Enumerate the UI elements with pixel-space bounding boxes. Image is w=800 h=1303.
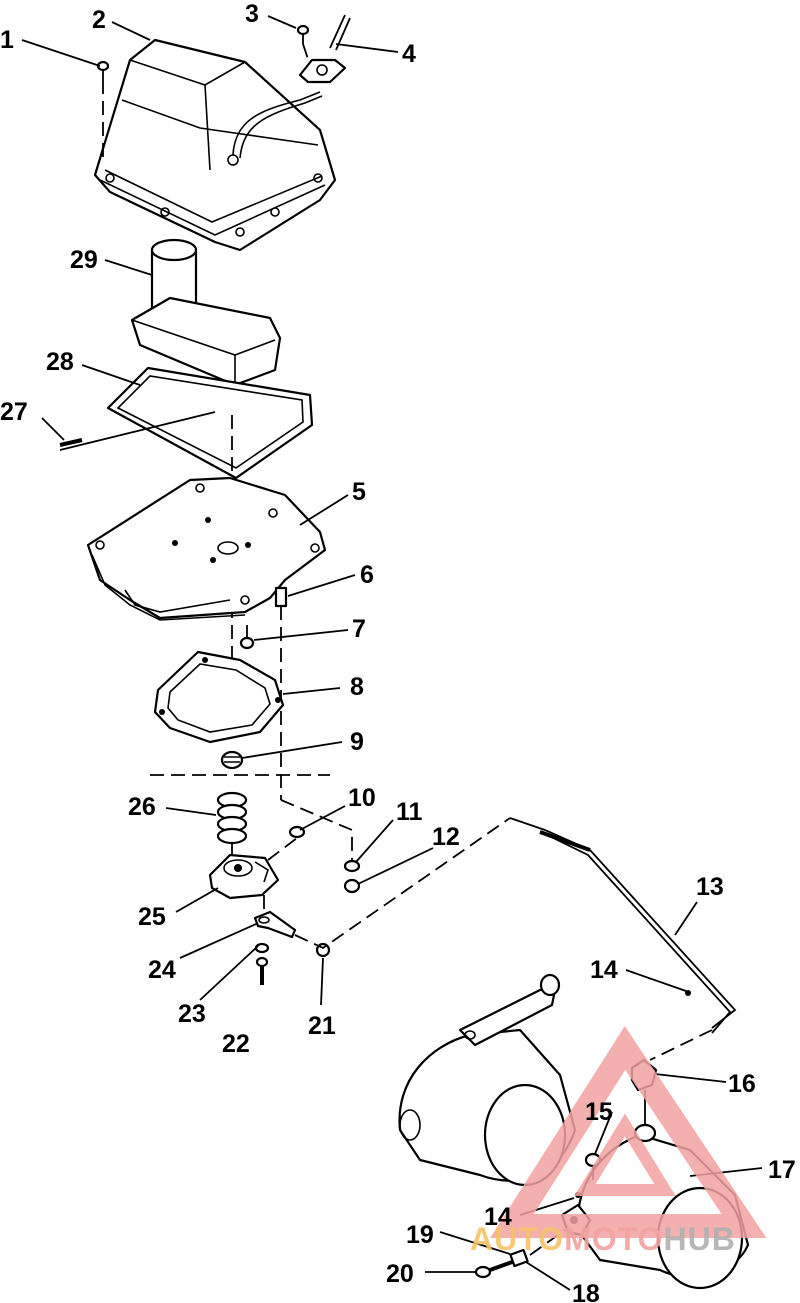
watermark-text: AUTOMOTOHUB — [470, 1221, 736, 1257]
callout-8: 8 — [350, 673, 364, 701]
part-5-base-plate — [86, 476, 327, 621]
callout-18: 18 — [572, 1280, 600, 1303]
callout-3: 3 — [245, 0, 259, 28]
callout-13: 13 — [696, 873, 724, 901]
callout-15: 15 — [585, 1098, 613, 1126]
part-28-gasket — [106, 366, 314, 480]
callout-5: 5 — [352, 478, 366, 506]
part-7-screw — [239, 625, 255, 650]
callout-12: 12 — [432, 823, 460, 851]
callout-22: 22 — [222, 1030, 250, 1058]
part-11-washer — [343, 859, 361, 873]
watermark-part1: AUTO — [470, 1221, 564, 1257]
callout-17: 17 — [768, 1156, 796, 1184]
callout-10: 10 — [348, 784, 376, 812]
callout-20: 20 — [386, 1260, 414, 1288]
callout-21: 21 — [308, 1012, 336, 1040]
callout-6: 6 — [360, 561, 374, 589]
callout-7: 7 — [352, 615, 366, 643]
callout-14-lower: 14 — [484, 1203, 512, 1231]
callout-27: 27 — [0, 398, 28, 426]
callout-25: 25 — [138, 903, 166, 931]
callout-28: 28 — [46, 348, 74, 376]
part-4-cable-clip — [298, 14, 351, 84]
callout-19: 19 — [406, 1221, 434, 1249]
callout-29: 29 — [70, 246, 98, 274]
callout-9: 9 — [350, 728, 364, 756]
part-2-top-cover — [93, 38, 337, 252]
callout-23: 23 — [178, 1000, 206, 1028]
throttle-body-left — [398, 973, 577, 1187]
part-18-spacer — [509, 1248, 529, 1268]
callout-4: 4 — [402, 40, 416, 68]
part-8-ring-gasket — [153, 650, 285, 744]
part-9-pinion — [220, 750, 244, 770]
part-27-pin — [59, 411, 216, 451]
part-22-screw — [255, 956, 269, 985]
part-23-washer — [254, 942, 270, 954]
callout-2: 2 — [92, 6, 106, 34]
callout-11: 11 — [396, 798, 423, 826]
leader-lines — [21, 15, 763, 1291]
callout-26: 26 — [128, 793, 156, 821]
callout-16: 16 — [728, 1070, 756, 1098]
watermark-part3: HUB — [663, 1221, 735, 1257]
part-14-clip-upper — [685, 990, 691, 996]
callout-1: 1 — [0, 26, 14, 54]
callout-14-upper: 14 — [590, 956, 618, 984]
watermark-part2: MOTO — [564, 1221, 663, 1257]
part-24-lever-arm — [253, 895, 297, 939]
part-29-motor — [130, 238, 282, 415]
part-25-cam — [208, 853, 280, 900]
part-26-spring — [216, 791, 248, 860]
part-13-linkage-rod — [509, 817, 737, 1034]
part-12-nut — [343, 878, 361, 894]
callout-24: 24 — [148, 956, 176, 984]
part-3-screw — [296, 24, 311, 66]
part-20-screw — [474, 1260, 513, 1279]
watermark-logo — [490, 1026, 767, 1238]
